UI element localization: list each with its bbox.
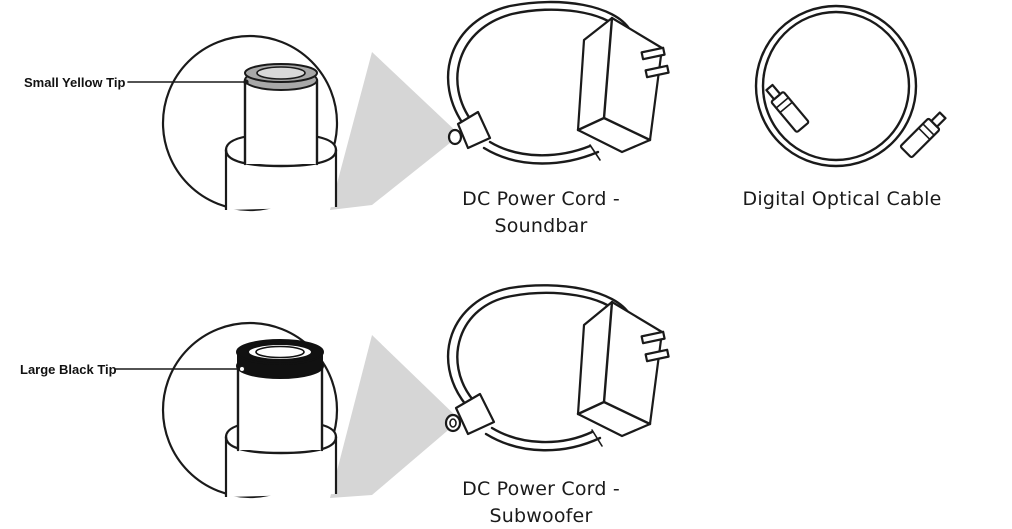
subwoofer-cord-caption-line1: DC Power Cord -	[462, 478, 620, 500]
dc-plug-large-tip	[224, 339, 338, 497]
large-black-tip-callout: Large Black Tip	[20, 362, 246, 377]
small-yellow-tip-label: Small Yellow Tip	[24, 75, 125, 90]
soundbar-tip-zoom	[161, 34, 460, 212]
soundbar-cord-caption-line1: DC Power Cord -	[462, 188, 620, 210]
large-black-tip-label: Large Black Tip	[20, 362, 117, 377]
magnifier-cone	[330, 52, 460, 210]
soundbar-dc-power-cord	[446, 0, 670, 165]
dc-plug-small-tip	[224, 63, 338, 210]
soundbar-cord-caption-line2: Soundbar	[495, 215, 588, 237]
subwoofer-cord-caption-line2: Subwoofer	[490, 505, 593, 527]
small-yellow-tip-callout: Small Yellow Tip	[24, 75, 249, 90]
subwoofer-dc-power-cord	[444, 284, 670, 452]
magnifier-cone	[330, 335, 460, 498]
digital-optical-cable	[754, 4, 947, 168]
optical-cable-caption: Digital Optical Cable	[743, 188, 942, 210]
subwoofer-tip-zoom	[161, 321, 460, 499]
